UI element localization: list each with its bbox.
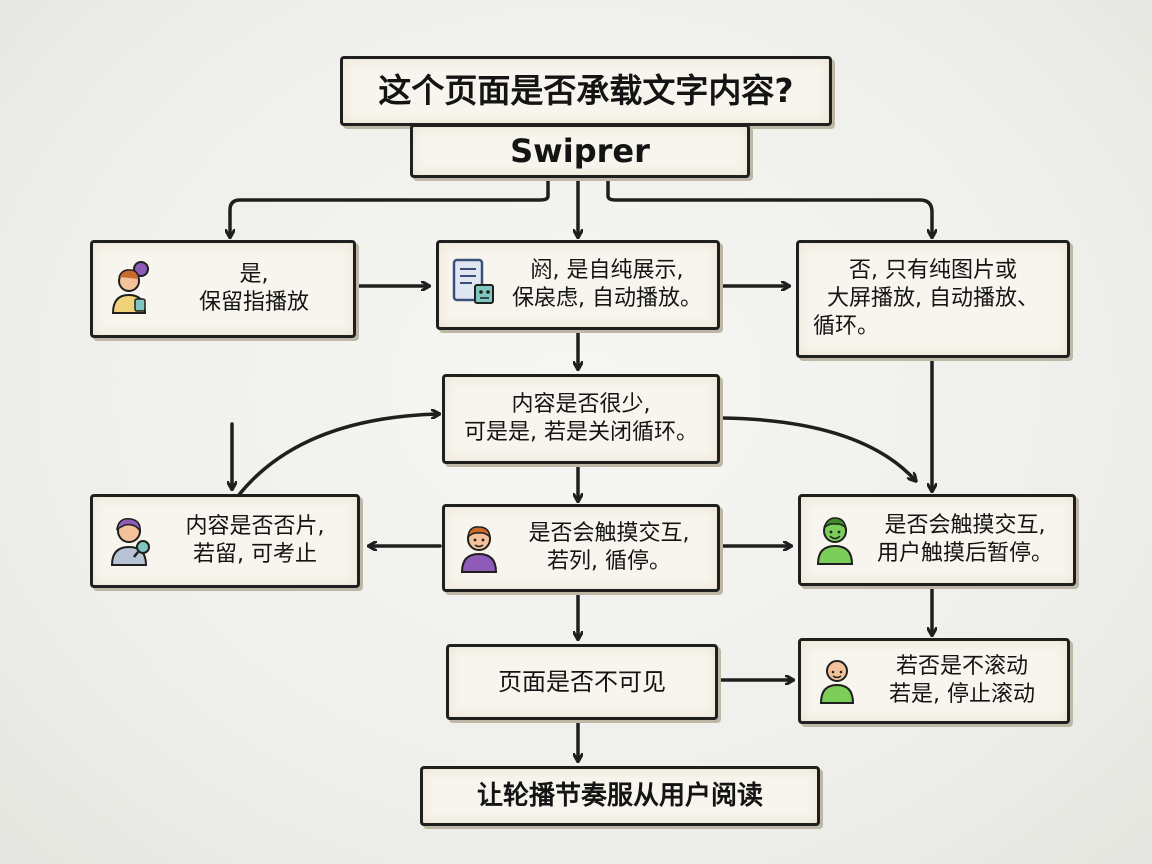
title-text: 这个页面是否承载文字内容?: [378, 71, 794, 110]
node-final: 让轮播节奏服从用户阅读: [420, 766, 820, 826]
node-touch-right-text: 是否会触摸交互, 用户触摸后暂停。: [876, 513, 1053, 566]
node-scroll: 若否是不滚动 若是, 停止滚动: [798, 638, 1070, 724]
node-yes-keep: 是, 保留指播放: [90, 240, 356, 338]
person-with-speech-icon: [107, 259, 155, 319]
person-icon: [813, 511, 857, 569]
node-page-invisible-text: 页面是否不可见: [498, 668, 666, 696]
node-touch-mid: 是否会触摸交互, 若列, 循停。: [442, 504, 720, 592]
person-icon: [817, 654, 857, 708]
node-touch-right: 是否会触摸交互, 用户触摸后暂停。: [798, 494, 1076, 586]
node-page-invisible: 页面是否不可见: [446, 644, 718, 720]
node-content-slide: 内容是否否片, 若留, 可考止: [90, 494, 360, 588]
subtitle-text: Swiprer: [510, 132, 650, 170]
title-box: 这个页面是否承载文字内容?: [340, 56, 832, 126]
node-content-slide-text: 内容是否否片, 若留, 可考止: [185, 514, 325, 567]
node-final-text: 让轮播节奏服从用户阅读: [476, 781, 763, 811]
node-middle-display: 阏, 是自纯展示, 保扆虑, 自动播放。: [436, 240, 720, 330]
node-content-few-text: 内容是否很少, 可是是, 若是关闭循环。: [464, 392, 698, 445]
subtitle-box: Swiprer: [410, 124, 750, 178]
person-icon: [457, 519, 501, 577]
node-yes-keep-text: 是, 保留指播放: [198, 262, 309, 315]
node-no-images: 否, 只有纯图片或 大屏播放, 自动播放、 循环。: [796, 240, 1070, 358]
person-with-magnifier-icon: [107, 511, 153, 571]
node-middle-display-text: 阏, 是自纯展示, 保扆虑, 自动播放。: [512, 258, 702, 311]
node-touch-mid-text: 是否会触摸交互, 若列, 循停。: [528, 521, 690, 574]
document-tablet-icon: [451, 257, 497, 313]
node-no-images-text: 否, 只有纯图片或 大屏播放, 自动播放、 循环。: [813, 258, 1039, 339]
node-content-few: 内容是否很少, 可是是, 若是关闭循环。: [442, 374, 720, 464]
node-scroll-text: 若否是不滚动 若是, 停止滚动: [889, 654, 1035, 707]
